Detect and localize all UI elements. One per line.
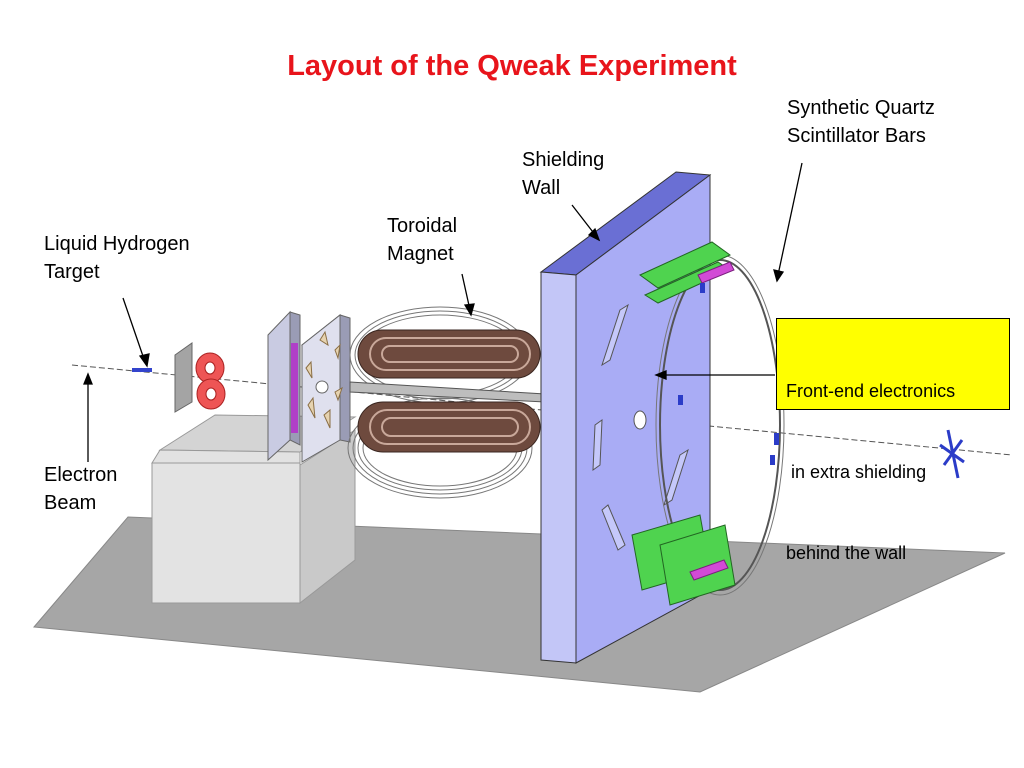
lh2-target-marker: [132, 368, 152, 372]
front-end-electronics-callout: Front-end electronics in extra shielding…: [776, 318, 1010, 563]
page-title: Layout of the Qweak Experiment: [287, 50, 737, 82]
label-electron-beam: Electron Beam: [44, 464, 118, 514]
toroidal-magnet: [347, 306, 546, 499]
label-toroidal-magnet: Toroidal Magnet: [387, 215, 458, 265]
downstream-detector: [939, 429, 965, 479]
label-quartz-scintillator-bars: Synthetic Quartz Scintillator Bars: [787, 97, 935, 147]
collimator-2: [300, 313, 351, 463]
arrows: [83, 162, 803, 462]
label-liquid-hydrogen-target: Liquid Hydrogen Target: [44, 233, 190, 283]
label-shielding-wall: Shielding Wall: [522, 149, 605, 199]
target-cell: [132, 342, 226, 413]
quartz-detector-ring: [631, 241, 785, 606]
collimator-1: [267, 310, 301, 462]
shielding-wall: [539, 171, 712, 664]
